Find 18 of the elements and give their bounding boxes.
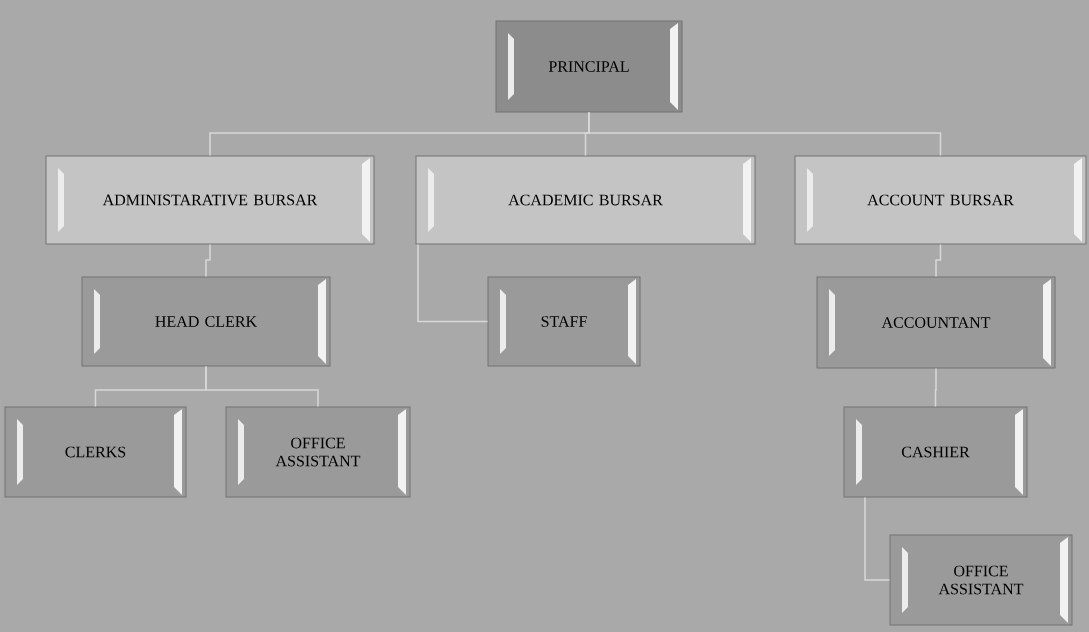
connector-line: [588, 111, 942, 157]
org-box: CASHIER: [843, 406, 1028, 498]
connector-line: [205, 365, 319, 408]
org-box: HEAD CLERK: [81, 276, 331, 367]
connector-line: [864, 496, 891, 581]
connector-line: [205, 243, 211, 278]
org-box: PRINCIPAL: [495, 20, 683, 113]
connector-line: [935, 243, 942, 278]
connector-line: [934, 367, 937, 408]
org-box: ACCOUNTANT: [816, 276, 1056, 369]
org-box: OFFICE ASSISTANT: [889, 534, 1073, 626]
org-box: ACADEMIC BURSAR: [415, 155, 756, 245]
org-box: STAFF: [487, 276, 641, 367]
connector-line: [417, 243, 489, 323]
org-box: ADMINISTARATIVE BURSAR: [45, 155, 375, 245]
org-box: ACCOUNT BURSAR: [794, 155, 1087, 245]
org-box: OFFICE ASSISTANT: [225, 406, 411, 498]
org-box: CLERKS: [4, 406, 187, 498]
